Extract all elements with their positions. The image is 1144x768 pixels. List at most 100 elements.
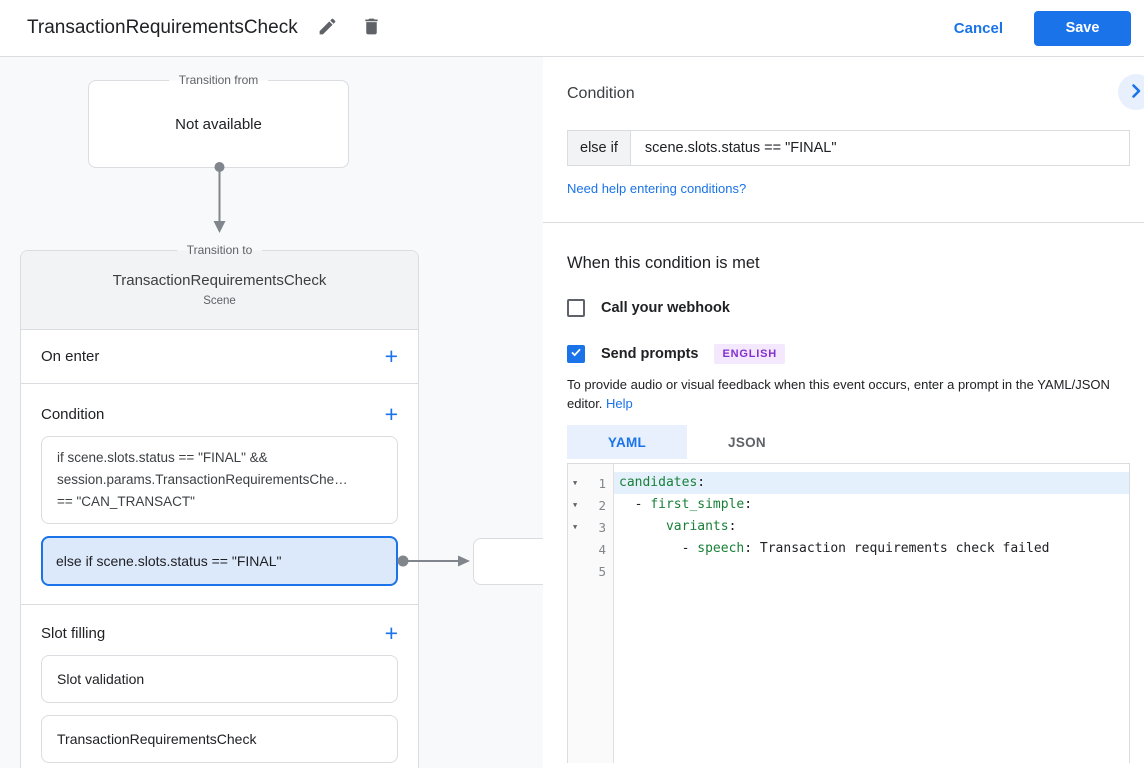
yaml-text: : (744, 541, 760, 556)
right-arrow-connector (397, 555, 470, 567)
code-line[interactable]: - speech: Transaction requirements check… (614, 538, 1129, 560)
transition-to-label: Transition to (176, 242, 263, 259)
editor-code[interactable]: candidates: - first_simple: variants: - … (614, 464, 1129, 763)
condition-item-elseif-selected[interactable]: else if scene.slots.status == "FINAL" (41, 536, 398, 586)
save-button[interactable]: Save (1034, 10, 1131, 46)
gutter-row: 5 (568, 560, 613, 582)
yaml-text (619, 519, 666, 534)
condition-text: else if scene.slots.status == "FINAL" (56, 553, 282, 569)
cancel-button[interactable]: Cancel (953, 19, 1003, 37)
gutter-row: ▼1 (568, 472, 613, 494)
yaml-key: candidates (619, 475, 698, 490)
fold-toggle-icon[interactable]: ▼ (573, 479, 578, 487)
plus-icon: + (384, 400, 398, 427)
scene-card-subtitle: Scene (203, 295, 236, 307)
condition-panel: Condition else if Need help entering con… (543, 57, 1144, 768)
line-number: 4 (598, 541, 606, 557)
collapse-panel-button[interactable] (1118, 74, 1144, 110)
slot-item-validation[interactable]: Slot validation (41, 655, 398, 703)
condition-input[interactable] (630, 131, 1129, 165)
transition-from-box[interactable]: Transition from Not available (88, 72, 349, 168)
gutter-row: ▼3 (568, 516, 613, 538)
plus-icon: + (384, 619, 398, 646)
plus-icon: + (384, 343, 398, 369)
scene-card-title: TransactionRequirementsCheck (112, 272, 327, 289)
transition-from-value: Not available (175, 115, 262, 133)
condition-section: Condition + if scene.slots.status == "FI… (21, 384, 418, 605)
checkmark-icon (569, 345, 583, 364)
slot-item-label: Slot validation (57, 671, 145, 687)
trash-icon (361, 16, 382, 40)
send-prompts-row: Send prompts ENGLISH (567, 344, 1130, 364)
yaml-text: - (619, 497, 651, 512)
conditions-help-link[interactable]: Need help entering conditions? (567, 181, 747, 196)
condition-line: if scene.slots.status == "FINAL" && (57, 450, 268, 465)
chevron-right-icon (1124, 79, 1144, 106)
gutter-row: ▼2 (568, 494, 613, 516)
add-slot-button[interactable]: + (384, 619, 398, 646)
top-bar: TransactionRequirementsCheck Cancel Save (0, 0, 1144, 57)
transition-from-label: Transition from (168, 72, 269, 89)
line-number: 1 (598, 475, 606, 491)
scene-card: Transition to TransactionRequirementsChe… (20, 242, 419, 768)
condition-line: session.params.TransactionRequirementsCh… (57, 472, 348, 487)
code-line[interactable] (614, 560, 1129, 582)
scene-card-header[interactable]: Transition to TransactionRequirementsChe… (21, 242, 418, 330)
gutter-row: 4 (568, 538, 613, 560)
main-area: Transition from Not available Transition… (0, 57, 1144, 768)
edit-scene-button[interactable] (316, 16, 340, 40)
slot-filling-section: Slot filling + Slot validation Transacti… (21, 605, 418, 768)
slot-filling-label: Slot filling (41, 624, 106, 642)
pencil-icon (317, 16, 338, 40)
panel-title: Condition (567, 85, 635, 102)
editor-tabs: YAML JSON (567, 425, 1130, 459)
condition-section-label: Condition (41, 405, 105, 423)
scene-flow-canvas: Transition from Not available Transition… (0, 57, 543, 768)
call-webhook-label: Call your webhook (601, 300, 730, 316)
add-on-enter-button[interactable]: + (385, 345, 398, 368)
condition-item-if[interactable]: if scene.slots.status == "FINAL" && sess… (41, 436, 398, 524)
yaml-text: : (728, 519, 737, 534)
webhook-row: Call your webhook (567, 299, 1130, 317)
code-line[interactable]: - first_simple: (614, 494, 1129, 516)
on-enter-label: On enter (41, 348, 100, 365)
send-prompts-label: Send prompts (601, 346, 699, 362)
down-arrow-connector (213, 162, 226, 233)
page-title: TransactionRequirementsCheck (27, 17, 298, 38)
yaml-text: : (697, 475, 706, 490)
slot-item-transaction[interactable]: TransactionRequirementsCheck (41, 715, 398, 763)
prompts-description-text: To provide audio or visual feedback when… (567, 377, 1110, 411)
prompts-description: To provide audio or visual feedback when… (567, 375, 1130, 413)
fold-toggle-icon[interactable]: ▼ (573, 523, 578, 531)
line-number: 3 (598, 519, 606, 535)
condition-prefix: else if (568, 131, 631, 165)
tab-yaml[interactable]: YAML (567, 425, 687, 459)
condition-line: == "CAN_TRANSACT" (57, 494, 195, 509)
line-number: 5 (598, 563, 606, 579)
panel-divider (543, 222, 1144, 223)
fold-toggle-icon[interactable]: ▼ (573, 501, 578, 509)
transition-target-box[interactable] (473, 538, 543, 585)
condition-input-group: else if (567, 130, 1130, 166)
when-condition-met-heading: When this condition is met (567, 254, 760, 272)
slot-item-label: TransactionRequirementsCheck (57, 731, 257, 747)
yaml-key: first_simple (650, 497, 745, 512)
yaml-key: speech (697, 541, 745, 556)
on-enter-row[interactable]: On enter + (21, 330, 418, 384)
prompts-help-link[interactable]: Help (606, 396, 633, 411)
add-condition-button[interactable]: + (384, 400, 398, 427)
yaml-text: Transaction requirements check failed (759, 541, 1050, 556)
yaml-text: : (744, 497, 753, 512)
code-line[interactable]: variants: (614, 516, 1129, 538)
tab-json[interactable]: JSON (687, 425, 807, 459)
line-number: 2 (598, 497, 606, 513)
call-webhook-checkbox[interactable] (567, 299, 585, 317)
send-prompts-checkbox[interactable] (567, 345, 585, 363)
code-line[interactable]: candidates: (614, 472, 1129, 494)
yaml-key: variants (665, 519, 729, 534)
delete-scene-button[interactable] (360, 16, 384, 40)
yaml-text: - (619, 541, 698, 556)
language-badge: ENGLISH (714, 344, 785, 364)
